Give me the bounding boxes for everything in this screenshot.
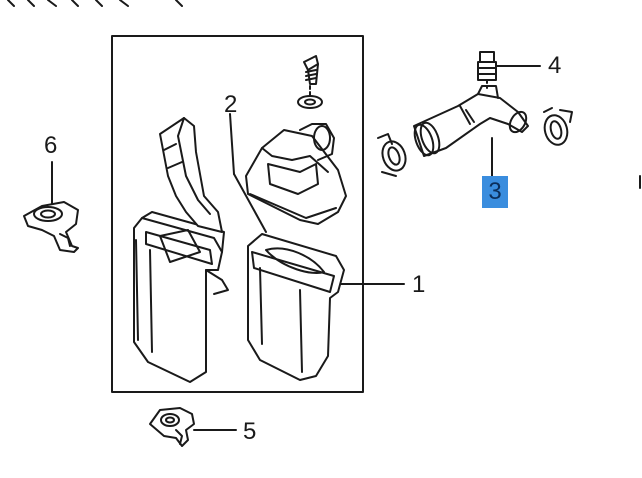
callout-1: 1: [412, 271, 426, 298]
intake-hose: [413, 85, 529, 157]
vacuum-fitting: [477, 51, 497, 89]
callout-4: 4: [548, 52, 562, 79]
clip-bottom: [149, 407, 195, 447]
callout-3-highlighted[interactable]: 3: [482, 176, 508, 208]
hose-clamp-left: [377, 133, 407, 177]
leader-2a: [229, 113, 235, 175]
hose-clamp-right: [543, 107, 573, 146]
housing-left: [133, 117, 229, 383]
callout-2: 2: [224, 91, 238, 118]
housing-lid: [245, 123, 347, 225]
lid-bolt: [297, 55, 323, 109]
top-edge-marks: [7, 0, 183, 7]
filter-element: [247, 233, 345, 381]
assembly-frame: [111, 35, 364, 393]
bracket-left: [23, 201, 79, 253]
callout-5: 5: [243, 418, 257, 445]
callout-6: 6: [44, 132, 58, 159]
leader-2b: [233, 173, 267, 233]
